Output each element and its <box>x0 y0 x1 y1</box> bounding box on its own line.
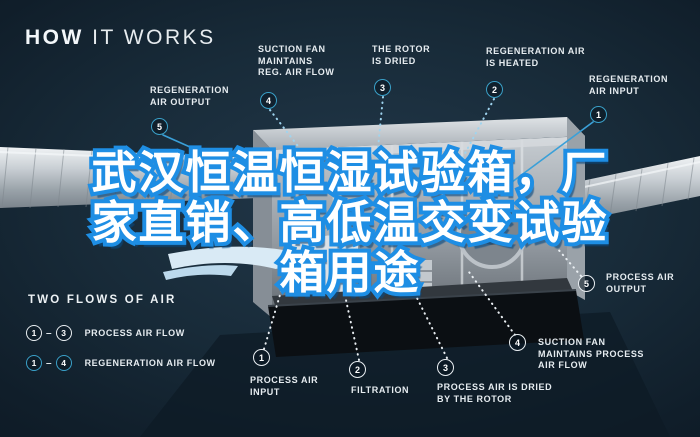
machine-cabinet <box>253 117 585 357</box>
callout-label: THE ROTOR IS DRIED <box>372 44 431 66</box>
headline-line-2: 家直销、高低温交变试验 家直销、高低温交变试验 <box>87 194 610 252</box>
headline-line-3: 箱用途 箱用途 <box>275 244 422 302</box>
badge-2: 2 <box>486 81 503 98</box>
legend-badge-from: 1 <box>26 355 42 371</box>
badge-5: 5 <box>578 275 595 292</box>
badge-2: 2 <box>349 361 366 378</box>
badge-5: 5 <box>151 118 168 135</box>
badge-4: 4 <box>260 92 277 109</box>
badge-1: 1 <box>590 106 607 123</box>
callout-label: REGENERATION AIR IS HEATED <box>486 46 586 68</box>
airflow-swoosh-arrow <box>163 246 310 280</box>
page-title: HOW IT WORKS <box>25 26 216 50</box>
legend-heading: TWO FLOWS OF AIR <box>28 294 177 306</box>
legend-badge-to: 4 <box>55 355 72 371</box>
floor-shadow <box>140 312 670 437</box>
callout-label: FILTRATION <box>351 385 410 395</box>
callout-label: SUCTION FAN MAINTAINS REG. AIR FLOW <box>258 44 335 77</box>
legend-badge-from: 1 <box>26 325 42 341</box>
callout-label: SUCTION FAN MAINTAINS PROCESS AIR FLOW <box>538 337 645 370</box>
callout-label: REGENERATION AIR INPUT <box>589 74 669 96</box>
legend-badge-to: 3 <box>55 325 72 341</box>
headline-line-1: 武汉恒温恒湿试验箱，厂 武汉恒温恒湿试验箱，厂 <box>87 144 610 202</box>
leader-lines <box>162 96 594 361</box>
callout-label: PROCESS AIR OUTPUT <box>606 272 675 294</box>
badge-4: 4 <box>509 334 526 351</box>
legend-row-process: 1 – 3 PROCESS AIR FLOW <box>26 325 185 341</box>
badge-3: 3 <box>437 359 454 376</box>
callout-label: REGENERATION AIR OUTPUT <box>150 85 230 107</box>
badge-3: 3 <box>374 79 391 96</box>
callout-label: PROCESS AIR INPUT <box>250 375 319 397</box>
callout-label: PROCESS AIR IS DRIED BY THE ROTOR <box>437 382 553 404</box>
legend-label: REGENERATION AIR FLOW <box>84 358 216 368</box>
page-title-light: IT WORKS <box>92 26 216 49</box>
legend-dash: – <box>46 327 52 339</box>
legend-row-regeneration: 1 – 4 REGENERATION AIR FLOW <box>26 355 216 371</box>
legend-label: PROCESS AIR FLOW <box>84 328 185 338</box>
chinese-headline: 武汉恒温恒湿试验箱，厂 武汉恒温恒湿试验箱，厂 家直销、高低温交变试验 家直销、… <box>0 144 700 302</box>
page-title-bold: HOW <box>25 26 84 49</box>
legend-dash: – <box>46 357 52 369</box>
badge-1: 1 <box>253 349 270 366</box>
